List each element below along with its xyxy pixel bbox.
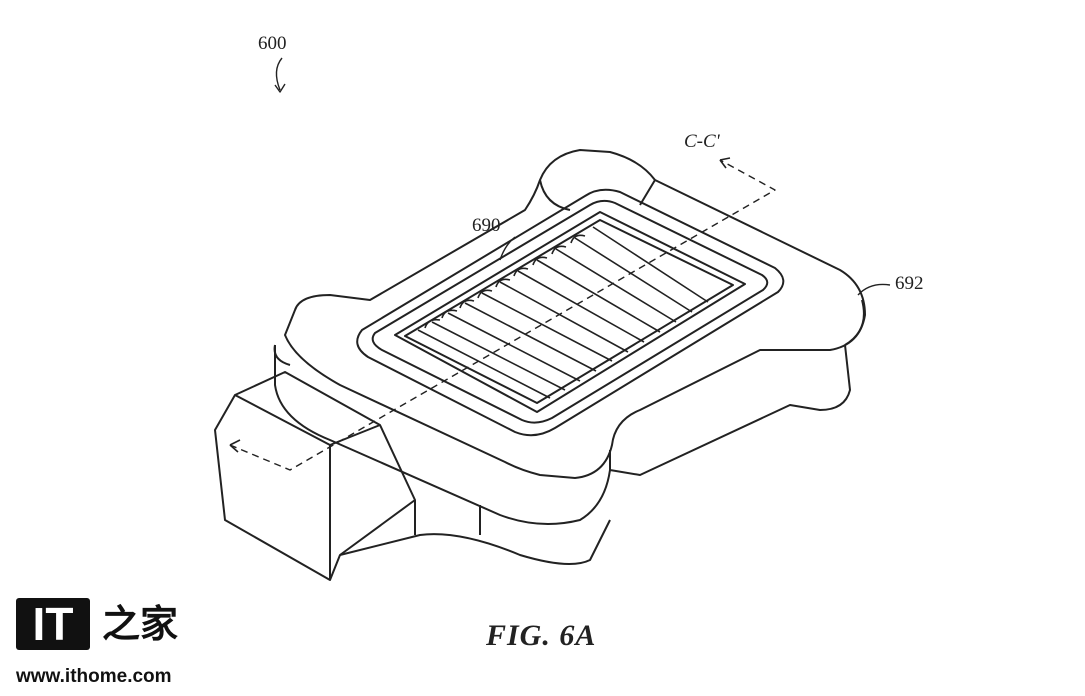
logo-it: IT bbox=[16, 598, 90, 650]
logo-url: www.ithome.com bbox=[16, 666, 172, 687]
window bbox=[394, 211, 746, 413]
ithome-logo: IT 之家 www.ithome.com bbox=[16, 598, 206, 692]
label-690: 690 bbox=[472, 215, 501, 236]
housing-top bbox=[284, 149, 866, 479]
fins bbox=[417, 226, 709, 399]
label-section-cc: C-C' bbox=[684, 131, 720, 152]
housing-side bbox=[274, 344, 851, 525]
label-692: 692 bbox=[895, 273, 924, 294]
figure-title: FIG. 6A bbox=[486, 619, 597, 652]
label-600: 600 bbox=[258, 33, 287, 54]
connector-block bbox=[214, 371, 481, 581]
logo-cn: 之家 bbox=[102, 602, 179, 646]
raised-ring bbox=[356, 188, 785, 437]
